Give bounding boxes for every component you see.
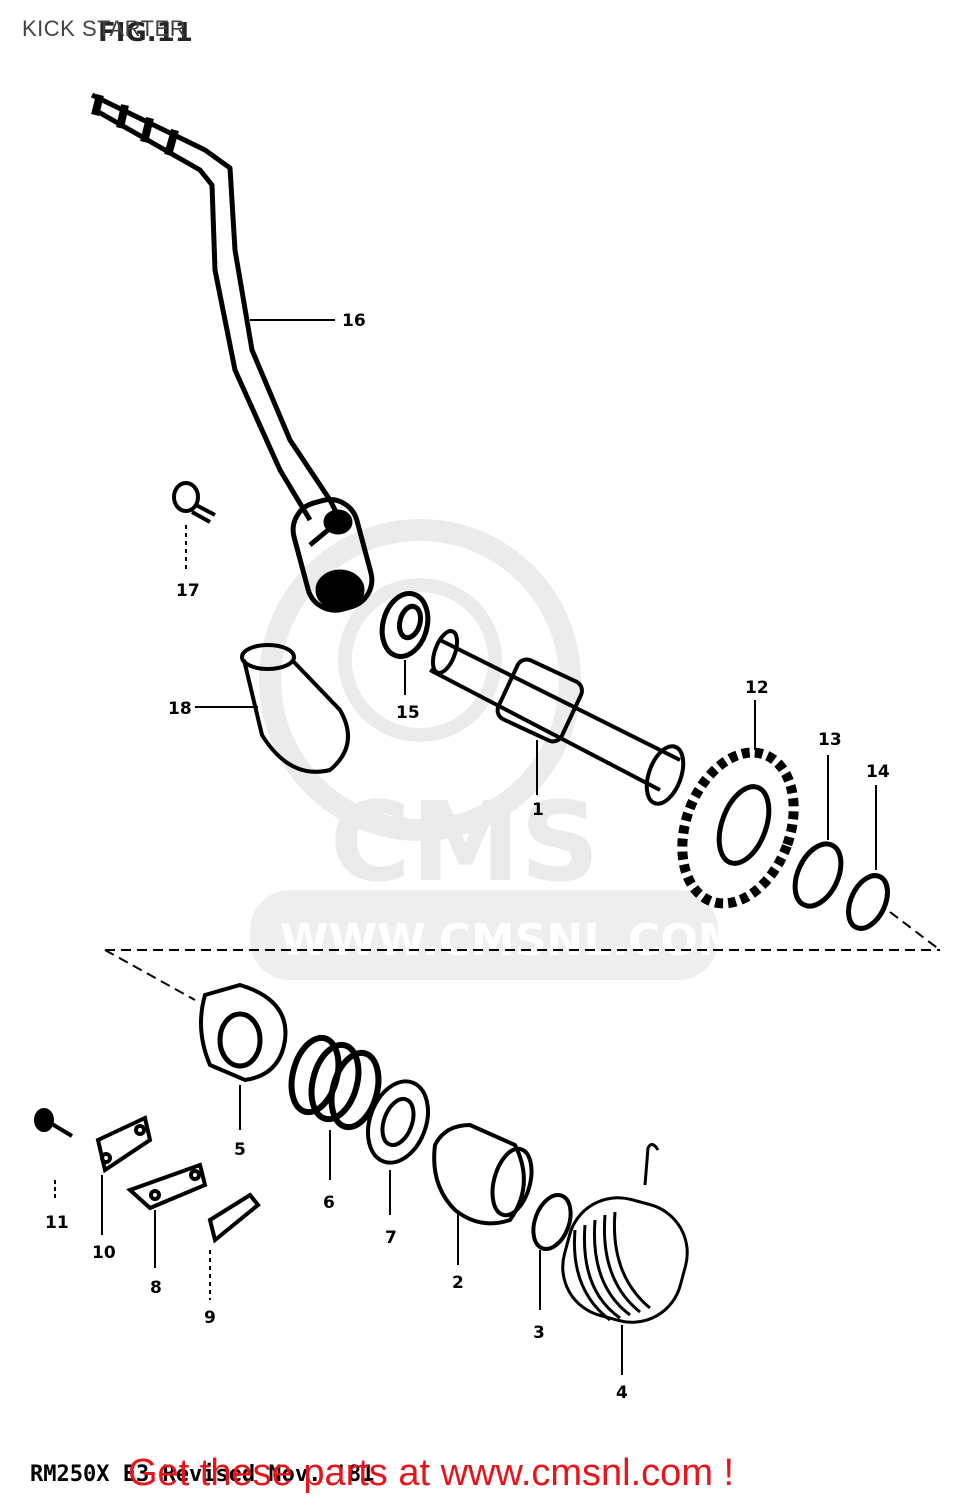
part-5-ratchet xyxy=(199,982,288,1130)
figure-label: FIG.11 xyxy=(98,18,193,48)
callout-18: 18 xyxy=(168,699,192,719)
part-17-bolt xyxy=(172,481,216,570)
callout-1: 1 xyxy=(532,800,544,820)
part-2-guide xyxy=(432,1122,534,1265)
diagram-model-code: RM250X E3 Revised Nov. '81 xyxy=(30,1462,375,1487)
part-16-kick-lever xyxy=(90,92,375,613)
part-6-spring xyxy=(288,1034,382,1180)
page-title: KICK STARTER xyxy=(22,16,187,41)
part-18-boot xyxy=(195,643,350,774)
part-9-pawl xyxy=(207,1192,261,1300)
callout-5: 5 xyxy=(234,1140,246,1160)
part-7-washer xyxy=(366,1079,430,1215)
callout-14: 14 xyxy=(866,762,890,782)
callout-2: 2 xyxy=(452,1273,464,1293)
callout-17: 17 xyxy=(176,581,200,601)
callout-4: 4 xyxy=(616,1383,628,1403)
watermark-logo-text: CMS xyxy=(330,778,599,906)
part-8-plate xyxy=(126,1162,208,1268)
callout-10: 10 xyxy=(92,1243,116,1263)
part-3-circlip xyxy=(531,1193,573,1310)
part-13-washer xyxy=(792,755,844,909)
callout-3: 3 xyxy=(533,1323,545,1343)
callout-labels: 1 2 3 4 5 6 7 8 9 10 11 12 13 14 15 16 1… xyxy=(45,311,890,1403)
callout-9: 9 xyxy=(204,1308,216,1328)
cmsnl-watermark: CMS WWW.CMSNL.COM xyxy=(250,519,742,980)
part-11-screw xyxy=(34,1108,74,1200)
callout-15: 15 xyxy=(396,703,420,723)
part-15-oil-seal xyxy=(379,591,431,695)
watermark-url: WWW.CMSNL.COM xyxy=(280,915,742,966)
callout-12: 12 xyxy=(745,678,769,698)
parts-cta-link[interactable]: Get these parts at www.cmsnl.com ! xyxy=(128,1452,735,1494)
part-10-plate xyxy=(95,1115,153,1235)
callout-16: 16 xyxy=(342,311,366,331)
part-14-circlip xyxy=(846,785,890,931)
callout-7: 7 xyxy=(385,1228,397,1248)
callout-11: 11 xyxy=(45,1213,69,1233)
part-12-kick-gear xyxy=(677,700,799,909)
part-1-kick-shaft xyxy=(429,629,686,806)
callout-6: 6 xyxy=(323,1193,335,1213)
callout-8: 8 xyxy=(150,1278,162,1298)
assembly-guide-line xyxy=(104,911,941,1001)
part-4-return-spring xyxy=(561,1143,689,1375)
callout-13: 13 xyxy=(818,730,842,750)
